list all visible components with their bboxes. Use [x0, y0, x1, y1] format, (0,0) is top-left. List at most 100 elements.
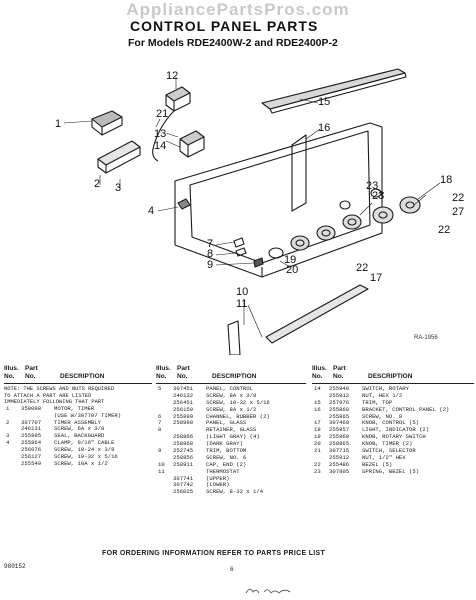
callout-23b: 23: [372, 190, 384, 202]
glass-panel-part: [233, 237, 245, 248]
callout-20: 20: [286, 264, 298, 276]
rotary-switch-part: [179, 130, 205, 146]
callout-22c: 22: [356, 262, 368, 274]
header-no: No.: [312, 373, 323, 380]
callout-1: 1: [55, 118, 61, 130]
handwritten-signature: [245, 588, 291, 594]
callout-22b: 22: [438, 224, 450, 236]
callout-27: 27: [452, 206, 464, 218]
bottom-trim-part: [265, 284, 369, 344]
header-description: DESCRIPTION: [60, 373, 105, 380]
callout-4: 4: [148, 205, 154, 217]
exploded-parts-diagram: 12 1 21 13 14 15 16 2 3 4 7 8 9 10 11 18…: [55, 68, 464, 355]
knob-row-part: [268, 188, 421, 259]
callout-2: 2: [94, 178, 100, 190]
page-subtitle: For Models RDE2400W-2 and RDE2400P-2: [128, 37, 338, 49]
attachment-note: NOTE: THE SCREWS AND NUTS REQUIRED TO AT…: [4, 386, 114, 406]
callout-19: 19: [284, 254, 296, 266]
table-row: (USE W/307707 TIMER): [54, 411, 122, 419]
control-bracket-part: [291, 134, 307, 212]
callout-17: 17: [370, 272, 382, 284]
header-part: Part: [177, 365, 190, 372]
timer-assembly-part: [91, 110, 141, 174]
header-description: DESCRIPTION: [212, 373, 257, 380]
selector-switch-part: [165, 86, 191, 102]
callout-13: 13: [154, 128, 166, 140]
watermark: AppliancePartsPros.com: [126, 0, 350, 19]
callout-7: 7: [207, 238, 213, 250]
callout-18: 18: [440, 174, 452, 186]
callout-9: 9: [207, 259, 213, 271]
table-row: 307741(UPPER): [173, 474, 230, 482]
cable-clamp-part: [177, 198, 191, 210]
table-row: 307742(LOWER): [173, 481, 230, 489]
document-code: 980152: [4, 563, 26, 570]
ordering-information: FOR ORDERING INFORMATION REFER TO PARTS …: [102, 550, 326, 557]
top-trim-part: [261, 68, 406, 110]
callout-22: 22: [452, 192, 464, 204]
table-row: 258868(DARK GRAY): [173, 440, 243, 448]
header-description: DESCRIPTION: [368, 373, 413, 380]
callout-15: 15: [318, 96, 330, 108]
header-part-no: No.: [177, 373, 188, 380]
callout-14: 14: [154, 140, 166, 152]
callout-10: 10: [236, 286, 248, 298]
header-illus: Illus.: [156, 365, 171, 372]
callout-11: 11: [236, 298, 247, 310]
header-no: No.: [156, 373, 167, 380]
header-illus: Illus.: [4, 365, 19, 372]
page-number: 6: [230, 566, 234, 573]
callout-12: 12: [166, 70, 178, 82]
control-panel-part: [174, 122, 383, 278]
header-part: Part: [333, 365, 346, 372]
table-row: 258866(LIGHT GRAY) (4): [173, 433, 260, 441]
header-part-no: No.: [25, 373, 36, 380]
callout-3: 3: [115, 182, 121, 194]
callout-16: 16: [318, 122, 330, 134]
header-part-no: No.: [333, 373, 344, 380]
callout-8: 8: [207, 248, 213, 260]
diagram-code: RA-1956: [414, 335, 438, 341]
callout-21: 21: [156, 108, 168, 120]
header-part: Part: [25, 365, 38, 372]
callout-23: 23: [366, 180, 378, 192]
end-cap-part: [227, 320, 241, 355]
parts-column-1: Illus. Part No. No. DESCRIPTION NOTE: TH…: [4, 365, 152, 468]
page-title: CONTROL PANEL PARTS: [130, 18, 319, 34]
